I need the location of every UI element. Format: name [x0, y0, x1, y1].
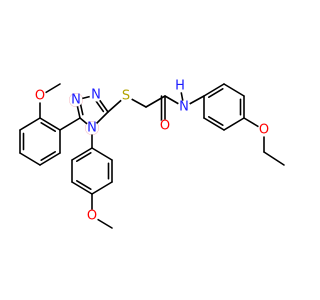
bond-a3-a4 [71, 181, 93, 195]
label-background-s [119, 89, 133, 103]
bond-c6-c1-inner [40, 122, 56, 133]
label-background-tn4 [85, 121, 99, 135]
bond-p1-p2 [203, 83, 225, 97]
atom-label-s-thioether: S [122, 89, 130, 104]
label-background-oe [257, 123, 271, 137]
atom-label-o-methoxy-anisyl: O [87, 209, 97, 224]
label-background-om [85, 209, 99, 223]
bond-p5-p6 [203, 117, 225, 131]
atom-label-n4-triazole: N [87, 121, 97, 136]
bond-p2-p3 [223, 83, 245, 97]
bond-c4-c5-inner [40, 150, 56, 161]
bond-lines [19, 83, 285, 229]
bond-p4-p5 [223, 117, 245, 131]
bond-tn2-t3-inner [94, 98, 105, 113]
bond-p5-p6-inner [208, 115, 224, 126]
bond-c1-c2 [19, 117, 41, 131]
atom-label-h-amide: H [175, 79, 185, 94]
bond-c6-t5 [59, 117, 81, 131]
bond-a4-a5 [91, 181, 113, 195]
label-background-o1 [33, 89, 47, 103]
atom-label-o-ethoxy: O [259, 123, 269, 138]
label-background-nh [177, 100, 191, 114]
bond-c4-c5 [39, 152, 61, 166]
bond-a3-a4-inner [76, 179, 92, 190]
bond-a6-a1 [91, 147, 113, 161]
bond-p1-p2-inner [208, 88, 224, 99]
bond-a1-a2-inner [76, 152, 92, 163]
bond-ce1-ce2 [263, 151, 285, 166]
label-background-oc [158, 119, 172, 133]
atom-label-n1-triazole: N [71, 93, 81, 108]
atom-label-n2-triazole: N [91, 88, 101, 103]
atom-label-o-methoxy-phenyl: O [35, 89, 45, 104]
label-background-h [173, 79, 187, 93]
label-background-tn1 [69, 93, 83, 107]
label-background-tn2 [89, 88, 103, 102]
atom-label-nh-amide: N [179, 100, 189, 115]
bond-c3-c4 [19, 152, 41, 166]
bond-a1-a2 [71, 147, 93, 161]
atom-label-o-carbonyl: O [160, 119, 170, 134]
bond-c6-c1 [39, 117, 61, 131]
